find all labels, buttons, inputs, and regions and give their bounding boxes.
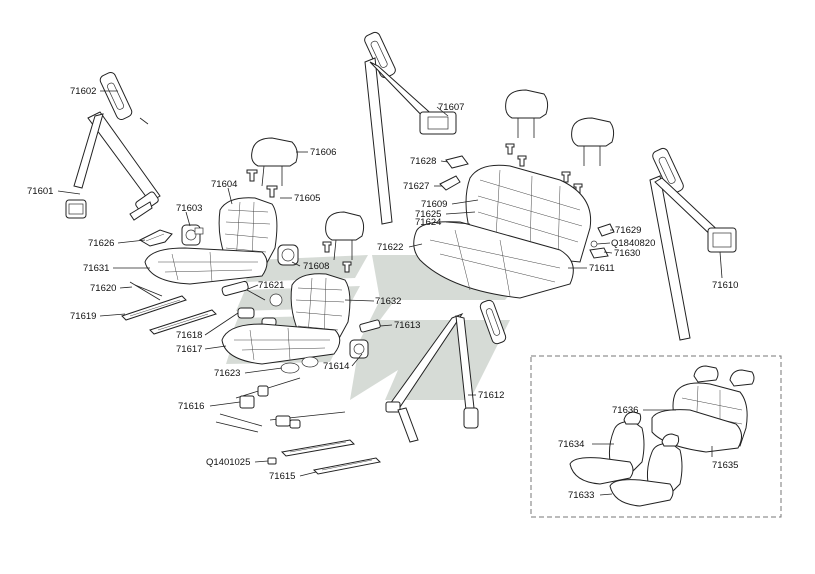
mechanism-71616 (215, 377, 346, 433)
bolts-71605 (246, 169, 278, 198)
label-71626: 71626 (88, 238, 114, 249)
label-71618: 71618 (176, 330, 202, 341)
label-71630: 71630 (614, 248, 640, 259)
front-seat-left (144, 197, 278, 285)
label-71627: 71627 (403, 181, 429, 192)
label-71615: 71615 (269, 471, 295, 482)
label-q1840820: Q1840820 (611, 238, 655, 249)
label-71617: 71617 (176, 344, 202, 355)
rails-71615 (280, 439, 382, 475)
headrest-71606 (251, 137, 298, 187)
cover-71623 (280, 362, 300, 374)
bracket-71626 (138, 229, 173, 247)
label-71604: 71604 (211, 179, 237, 190)
label-71625: 71625 (415, 209, 441, 220)
label-71606: 71606 (310, 147, 336, 158)
label-71624: 71624 (415, 217, 441, 228)
label-71623: 71623 (214, 368, 240, 379)
label-71634: 71634 (558, 439, 584, 450)
label-71616: 71616 (178, 401, 204, 412)
center-lower-belt-71612 (385, 299, 507, 443)
part-labels: 71602 71601 71603 71604 71606 71605 7162… (27, 86, 738, 501)
label-71613: 71613 (394, 320, 420, 331)
label-71607: 71607 (438, 102, 464, 113)
leader-lines (57, 90, 723, 496)
recliner-71603 (181, 224, 204, 246)
label-71611: 71611 (589, 263, 615, 274)
label-71610: 71610 (712, 280, 738, 291)
rod-71620 (129, 281, 163, 301)
center-seat-belt-71607 (364, 31, 457, 225)
front-seat-right (221, 273, 351, 365)
recliner-71614 (301, 339, 369, 368)
rear-seat-bench (413, 164, 592, 299)
label-71620: 71620 (90, 283, 116, 294)
label-71619: 71619 (70, 311, 96, 322)
label-71621: 71621 (258, 280, 284, 291)
label-71612: 71612 (478, 390, 504, 401)
label-71614: 71614 (323, 361, 349, 372)
label-71628: 71628 (410, 156, 436, 167)
bolt-q1401025 (267, 457, 277, 465)
rear-headrest-left (505, 89, 549, 138)
label-71601: 71601 (27, 186, 53, 197)
label-71608: 71608 (303, 261, 329, 272)
label-71622: 71622 (377, 242, 403, 253)
label-71635: 71635 (712, 460, 738, 471)
label-71602: 71602 (70, 86, 96, 97)
handle-71621 (221, 280, 266, 301)
label-71636: 71636 (612, 405, 638, 416)
left-front-seat-belt (65, 72, 161, 221)
label-q1401025: Q1401025 (206, 457, 250, 468)
recliner-71608 (277, 244, 299, 266)
rear-headrest-right (571, 117, 615, 166)
clips-71628-71627 (439, 143, 583, 195)
rails-71619 (121, 295, 217, 335)
label-71609: 71609 (421, 199, 447, 210)
label-71632: 71632 (375, 296, 401, 307)
buckle-71613 (359, 319, 381, 333)
assembly-inset (530, 355, 782, 518)
bolts-middle (322, 241, 352, 273)
right-seat-belt-71610 (649, 147, 737, 341)
headrest-middle (325, 211, 365, 261)
label-71629: 71629 (615, 225, 641, 236)
label-71603: 71603 (176, 203, 202, 214)
label-71631: 71631 (83, 263, 109, 274)
label-71605: 71605 (294, 193, 320, 204)
label-71633: 71633 (568, 490, 594, 501)
